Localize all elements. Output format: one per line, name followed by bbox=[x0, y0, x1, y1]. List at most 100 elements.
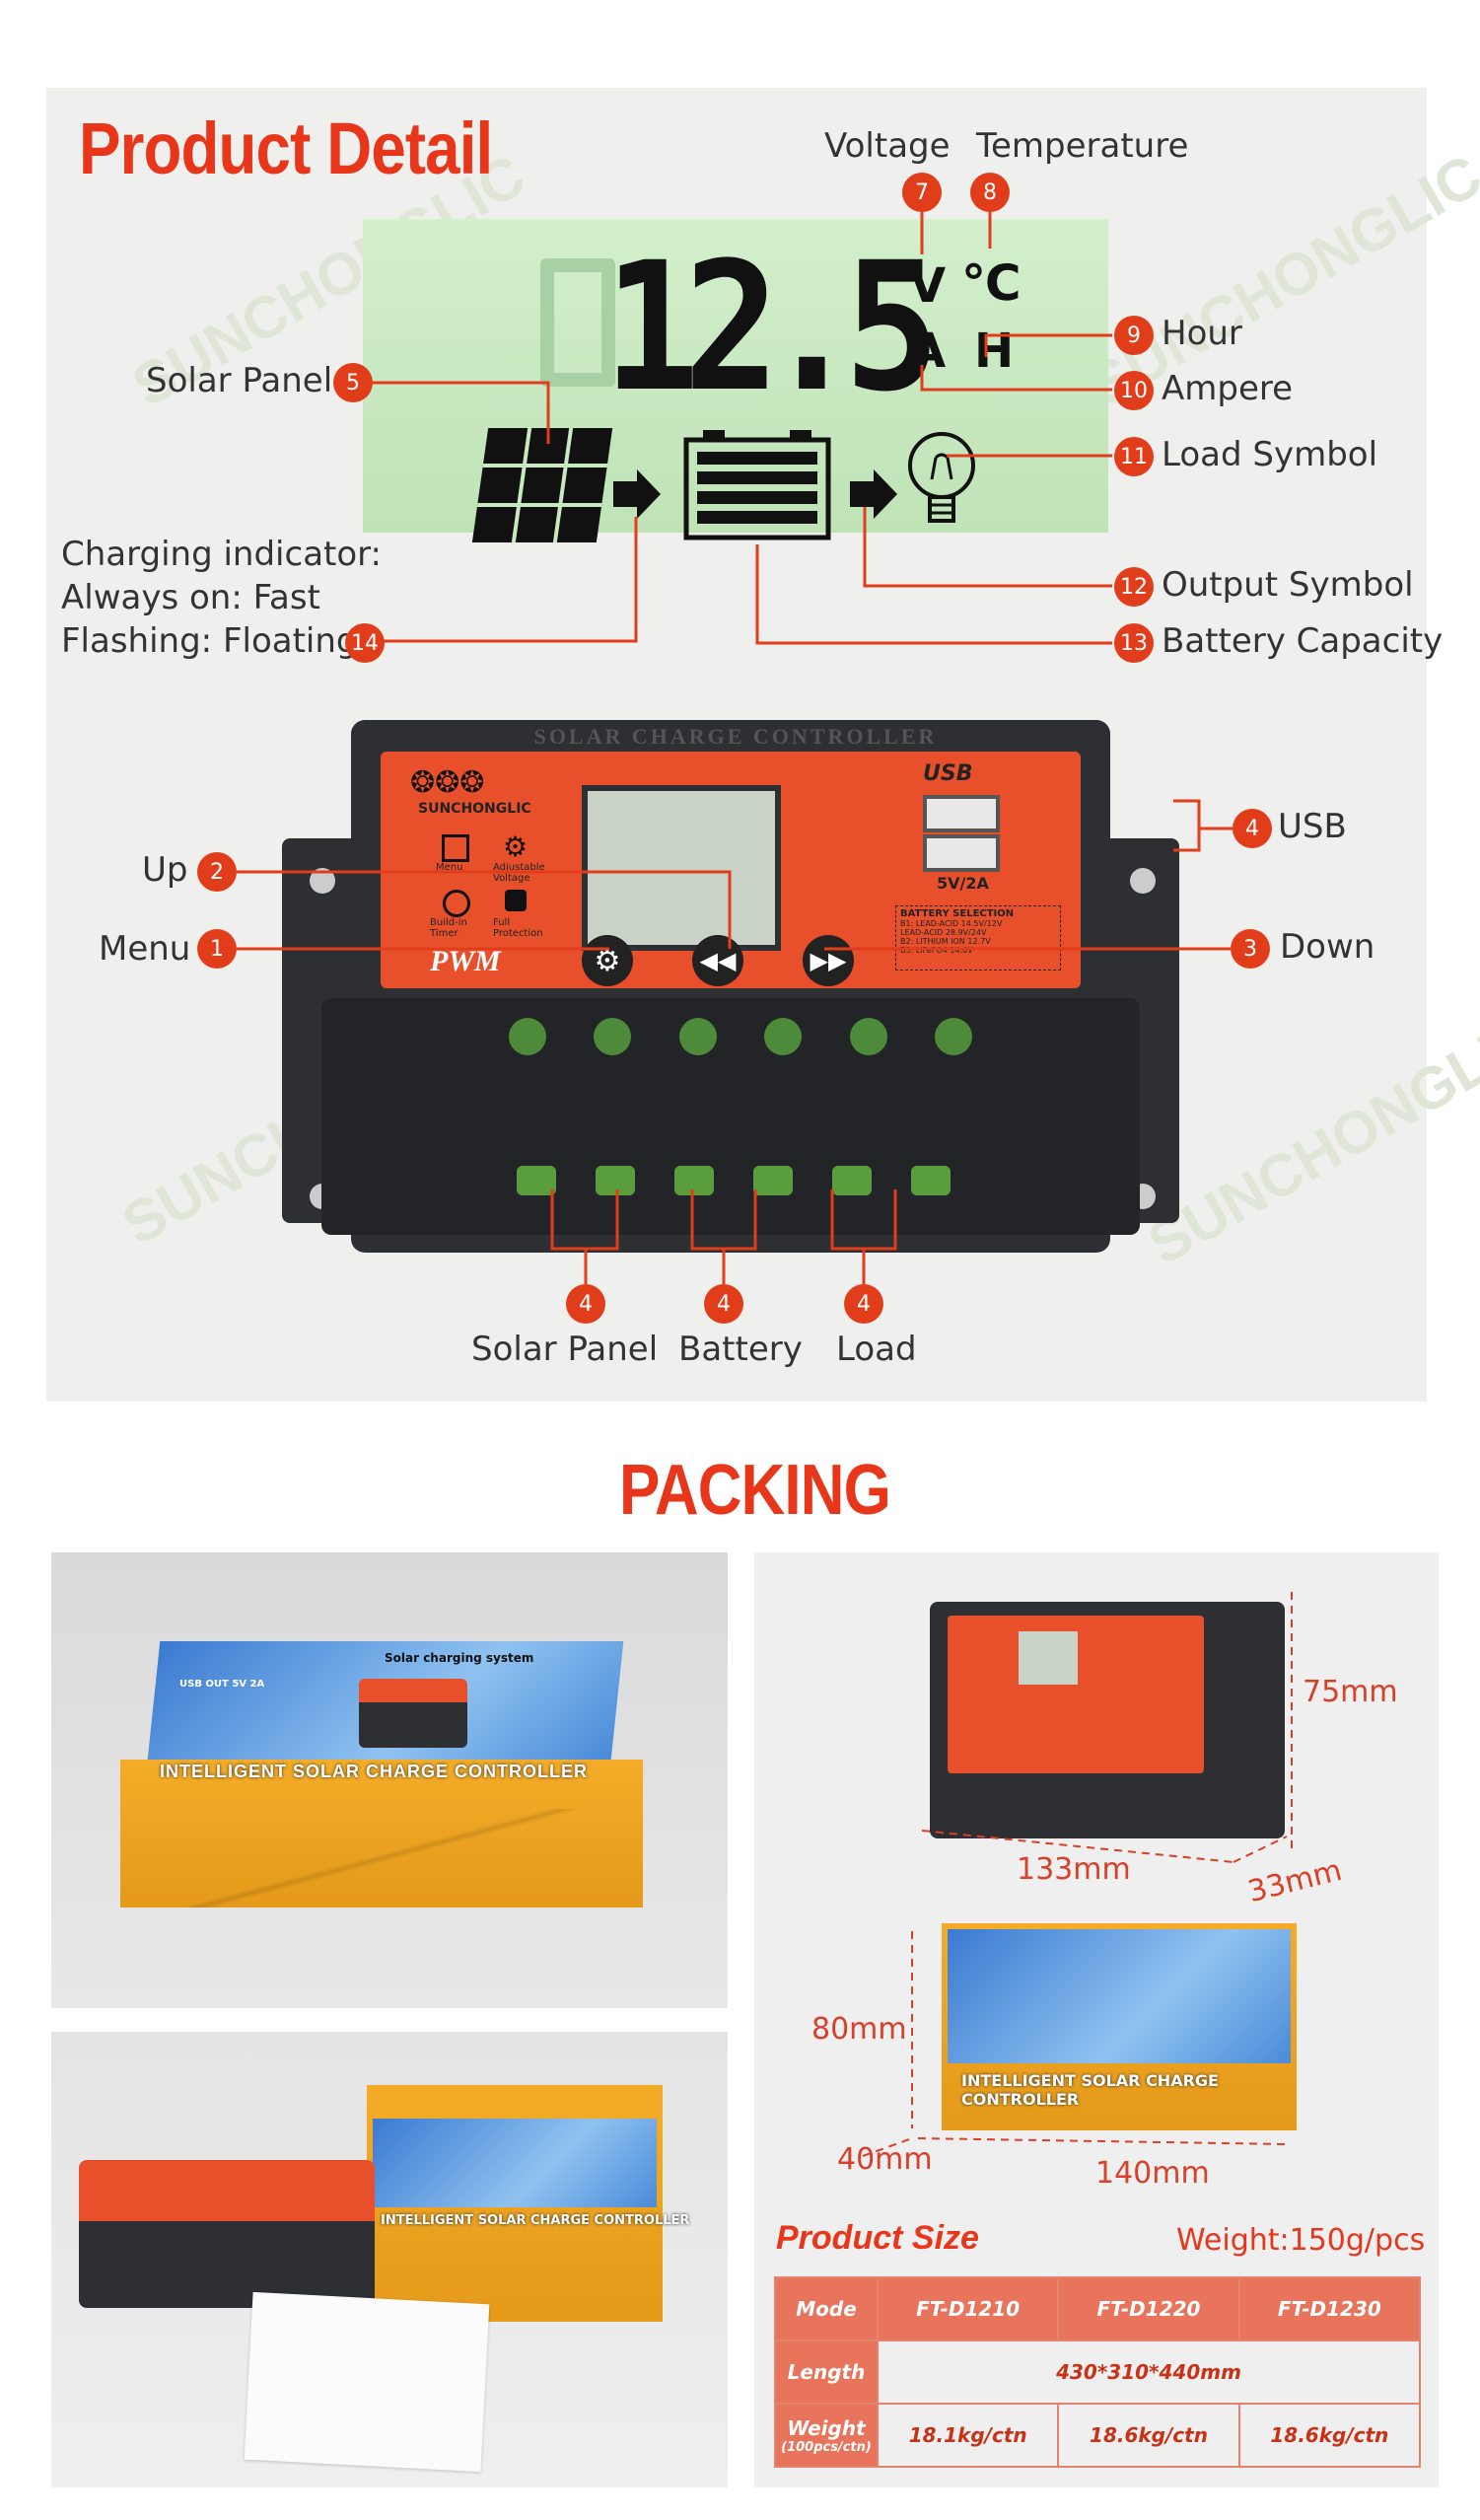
badge-14: 14 bbox=[345, 623, 385, 663]
box-blue-panel bbox=[373, 2119, 657, 2207]
full-protection-label: Full Protection bbox=[493, 917, 543, 939]
badge-4-load: 4 bbox=[844, 1284, 883, 1324]
spec-model: FT-D1210 bbox=[876, 2276, 1060, 2341]
spec-model: FT-D1230 bbox=[1237, 2276, 1422, 2341]
lcd-unit-c: ℃ bbox=[961, 254, 1022, 312]
gear-icon: ⚙ bbox=[503, 830, 529, 863]
battery-selection-item: B2: LITHIUM ION 12.7V bbox=[900, 937, 991, 946]
label-hour: Hour bbox=[1162, 314, 1242, 353]
arrow-right-icon bbox=[850, 469, 897, 523]
terminal-slot bbox=[674, 1166, 714, 1195]
solar-panel-icon bbox=[470, 426, 615, 544]
badge-2: 2 bbox=[197, 852, 237, 892]
terminal-slot bbox=[517, 1166, 556, 1195]
spec-model: FT-D1220 bbox=[1057, 2276, 1240, 2341]
box-flap-shadow bbox=[120, 1809, 643, 1908]
spec-weight-cell: Weight (100pcs/ctn) bbox=[774, 2403, 879, 2468]
spec-weight: 18.6kg/ctn bbox=[1057, 2403, 1240, 2468]
terminal-slot bbox=[753, 1166, 793, 1195]
label-down: Down bbox=[1280, 927, 1375, 967]
label-flashing: Flashing: Floating bbox=[61, 621, 358, 661]
arrow-right-icon bbox=[613, 469, 661, 523]
terminal-block bbox=[321, 998, 1140, 1235]
box-dim-photo: INTELLIGENT SOLAR CHARGE CONTROLLER bbox=[942, 1923, 1297, 2130]
terminal-slot bbox=[596, 1166, 635, 1195]
terminal-screw bbox=[849, 1018, 887, 1055]
terminal-screw bbox=[934, 1018, 972, 1055]
lcd-reading: 12.5 bbox=[603, 225, 941, 431]
brand-logo: ❂❂❂ bbox=[410, 765, 485, 800]
badge-13: 13 bbox=[1114, 623, 1154, 663]
dim-width: 133mm bbox=[1017, 1852, 1131, 1887]
dim-height: 75mm bbox=[1303, 1675, 1398, 1709]
label-ampere: Ampere bbox=[1162, 369, 1294, 408]
label-usb: USB bbox=[1278, 807, 1347, 846]
box-front bbox=[120, 1760, 643, 1908]
dimensions-panel: INTELLIGENT SOLAR CHARGE CONTROLLER 75mm… bbox=[754, 1552, 1439, 2487]
timer-icon bbox=[443, 890, 470, 917]
badge-5: 5 bbox=[333, 363, 373, 402]
menu-icon bbox=[442, 834, 469, 862]
device-header: SOLAR CHARGE CONTROLLER bbox=[533, 724, 938, 749]
menu-icon-label: Menu bbox=[436, 862, 463, 873]
battery-selection-item: LEAD-ACID 28.9V/24V bbox=[900, 928, 987, 937]
spec-length-label: Length bbox=[774, 2340, 879, 2405]
lcd-unit-v: V bbox=[909, 258, 947, 314]
controller-dim-lcd bbox=[1019, 1631, 1078, 1685]
badge-4-solar: 4 bbox=[566, 1284, 605, 1324]
up-button[interactable]: ◀◀ bbox=[692, 935, 743, 986]
badge-7: 7 bbox=[902, 173, 942, 212]
device-lcd bbox=[582, 785, 781, 951]
label-battery-capacity: Battery Capacity bbox=[1162, 621, 1444, 661]
label-up: Up bbox=[142, 850, 188, 890]
badge-11: 11 bbox=[1114, 437, 1154, 476]
battery-icon bbox=[683, 430, 831, 544]
spec-weight-sub: (100pcs/ctn) bbox=[781, 2439, 872, 2455]
lock-icon bbox=[505, 890, 527, 911]
label-terminal-solar: Solar Panel bbox=[471, 1330, 659, 1369]
dimension-lines bbox=[862, 1592, 1293, 2157]
product-detail-title: Product Detail bbox=[79, 108, 493, 189]
badge-8: 8 bbox=[970, 173, 1010, 212]
box-tag: Solar charging system bbox=[385, 1651, 534, 1665]
packing-title: PACKING bbox=[619, 1451, 891, 1530]
terminal-screw bbox=[594, 1018, 632, 1055]
battery-selection-item: B1: LEAD-ACID 14.5V/12V bbox=[900, 919, 1003, 928]
badge-9: 9 bbox=[1114, 316, 1154, 355]
label-terminal-load: Load bbox=[836, 1330, 917, 1369]
label-terminal-battery: Battery bbox=[678, 1330, 803, 1369]
badge-12: 12 bbox=[1114, 567, 1154, 607]
badge-4-usb: 4 bbox=[1233, 809, 1272, 848]
usb-port[interactable] bbox=[923, 795, 1000, 832]
photo-package-contents: INTELLIGENT SOLAR CHARGE CONTROLLER bbox=[51, 2032, 728, 2487]
lcd-callout-lines bbox=[371, 207, 1112, 645]
terminal-row-top bbox=[509, 1018, 972, 1057]
box-dim-print: INTELLIGENT SOLAR CHARGE CONTROLLER bbox=[961, 2071, 1219, 2109]
badge-10: 10 bbox=[1114, 371, 1154, 410]
dim-box-depth: 40mm bbox=[837, 2142, 933, 2177]
terminal-slot bbox=[911, 1166, 951, 1195]
spec-length-value: 430*310*440mm bbox=[877, 2340, 1421, 2405]
bulb-icon bbox=[902, 430, 981, 542]
usb-rating: 5V/2A bbox=[937, 874, 989, 893]
label-charging-indicator: Charging indicator: bbox=[61, 535, 382, 574]
label-always-on: Always on: Fast bbox=[61, 578, 320, 617]
badge-3: 3 bbox=[1231, 929, 1270, 969]
box-dim-blue bbox=[948, 1929, 1291, 2063]
box-print: INTELLIGENT SOLAR CHARGE CONTROLLER bbox=[160, 1762, 588, 1781]
photo-box-front: Solar charging system USB OUT 5V 2A INTE… bbox=[51, 1552, 728, 2008]
device-brand: SUNCHONGLIC bbox=[418, 801, 531, 817]
badge-4-battery: 4 bbox=[704, 1284, 743, 1324]
spec-weight: 18.6kg/ctn bbox=[1237, 2403, 1422, 2468]
dim-box-height: 80mm bbox=[811, 2012, 907, 2047]
usb-port[interactable] bbox=[923, 834, 1000, 872]
spec-weight: 18.1kg/ctn bbox=[876, 2403, 1060, 2468]
terminal-row-bottom bbox=[517, 1166, 951, 1197]
down-button[interactable]: ▶▶ bbox=[803, 935, 854, 986]
lcd-unit-a: A bbox=[909, 324, 947, 379]
controller-photo bbox=[79, 2160, 375, 2308]
product-weight: Weight:150g/pcs bbox=[1176, 2223, 1426, 2258]
battery-selection-title: BATTERY SELECTION bbox=[900, 908, 1015, 919]
controller-dim-photo bbox=[930, 1602, 1285, 1838]
box-usb-text: USB OUT 5V 2A bbox=[179, 1679, 265, 1690]
